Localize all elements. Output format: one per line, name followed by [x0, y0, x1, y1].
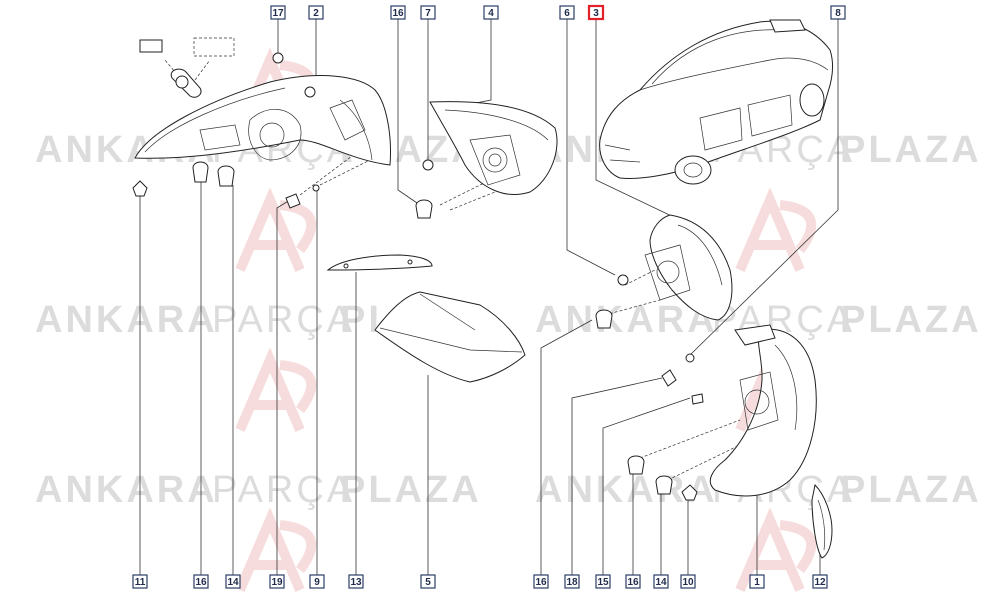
callout-box	[308, 5, 324, 20]
callout-label: 4	[488, 8, 494, 19]
callout-label: 7	[425, 8, 431, 19]
watermark-word: PARÇA	[212, 469, 355, 511]
callouts-bottom: 11 16 14 19 9 13 5 16 18 15 16 14 10 1 12	[132, 574, 828, 589]
watermark-word: ANKARA	[35, 469, 218, 511]
reflector-strip	[326, 254, 433, 271]
callout-label: 17	[272, 8, 284, 19]
callout-1[interactable]: 1	[749, 574, 765, 589]
callout-box	[587, 4, 605, 21]
rear-lamp-outer-right	[595, 214, 733, 329]
leader-lines	[139, 19, 839, 578]
callout-2[interactable]: 2	[308, 5, 324, 20]
callout-11[interactable]: 11	[132, 574, 148, 589]
bulb-holder-top	[139, 37, 235, 98]
callout-box	[653, 574, 669, 589]
callout-label: 18	[566, 577, 578, 588]
callout-box	[269, 574, 285, 589]
callout-label: 16	[392, 8, 404, 19]
callout-box	[193, 574, 209, 589]
car-illustration	[599, 19, 834, 185]
callout-box	[559, 5, 575, 20]
callout-13[interactable]: 13	[348, 574, 364, 589]
watermark-word: PLAZA	[340, 469, 482, 511]
callout-label: 2	[313, 8, 319, 19]
callout-box	[749, 574, 765, 589]
callout-label: 14	[227, 577, 239, 588]
callout-box	[564, 574, 580, 589]
callout-15[interactable]: 15	[595, 574, 611, 589]
callout-label: 11	[135, 577, 146, 588]
rear-lamp-bottom-right	[627, 324, 817, 501]
callout-label: 19	[271, 577, 283, 588]
callouts-top: 17 2 16 7 4 6 3 8	[270, 4, 846, 21]
side-reflector	[811, 483, 833, 559]
callout-box	[420, 5, 436, 20]
callout-9[interactable]: 9	[309, 574, 325, 589]
callout-box	[812, 574, 828, 589]
watermark-word: PLAZA	[840, 469, 982, 511]
callout-label: 12	[814, 577, 826, 588]
watermark-word: ANKARA	[35, 299, 218, 341]
watermark-word: ANKARA	[535, 299, 718, 341]
callout-label: 14	[655, 577, 667, 588]
callout-box	[483, 5, 499, 20]
watermark-word: PLAZA	[840, 299, 982, 341]
callout-box	[830, 5, 846, 20]
callout-box	[132, 574, 148, 589]
callout-box	[595, 574, 611, 589]
callout-3[interactable]: 3	[587, 4, 605, 21]
small-parts-left	[132, 52, 434, 219]
callout-16[interactable]: 16	[390, 5, 406, 20]
callout-box	[680, 574, 696, 589]
callout-box	[270, 5, 286, 20]
callout-14[interactable]: 14	[653, 574, 669, 589]
callout-16[interactable]: 16	[625, 574, 641, 589]
callout-box	[533, 574, 549, 589]
callout-16[interactable]: 16	[533, 574, 549, 589]
callout-14[interactable]: 14	[225, 574, 241, 589]
callout-10[interactable]: 10	[680, 574, 696, 589]
callout-box	[420, 574, 436, 589]
callout-box	[309, 574, 325, 589]
callout-label: 3	[593, 8, 599, 19]
callout-4[interactable]: 4	[483, 5, 499, 20]
callout-17[interactable]: 17	[270, 5, 286, 20]
callout-16[interactable]: 16	[193, 574, 209, 589]
callout-label: 16	[195, 577, 207, 588]
watermark-logo	[735, 507, 817, 592]
callout-box	[390, 5, 406, 20]
callout-label: 8	[835, 8, 841, 19]
callout-label: 13	[350, 577, 362, 588]
watermark-logo	[235, 187, 317, 272]
callout-8[interactable]: 8	[830, 5, 846, 20]
watermark-logo	[235, 507, 317, 592]
callout-19[interactable]: 19	[269, 574, 285, 589]
callout-box	[348, 574, 364, 589]
watermark-word: PLAZA	[840, 129, 982, 171]
callout-box	[625, 574, 641, 589]
callout-label: 6	[564, 8, 570, 19]
callout-label: 5	[425, 577, 431, 588]
high-mount-brake-light	[374, 291, 526, 383]
callout-5[interactable]: 5	[420, 574, 436, 589]
callout-label: 10	[682, 577, 694, 588]
rear-lamp-inner-top	[429, 101, 558, 195]
callout-6[interactable]: 6	[559, 5, 575, 20]
callout-12[interactable]: 12	[812, 574, 828, 589]
callout-label: 1	[754, 577, 760, 588]
callout-18[interactable]: 18	[564, 574, 580, 589]
callout-box	[225, 574, 241, 589]
callout-label: 9	[314, 577, 320, 588]
watermark-word: PARÇA	[212, 299, 355, 341]
rear-lamp-outer-left	[134, 75, 391, 166]
callout-label: 15	[597, 577, 609, 588]
callout-7[interactable]: 7	[420, 5, 436, 20]
watermark-logo	[235, 347, 317, 432]
callout-label: 16	[627, 577, 639, 588]
watermark-logo	[735, 187, 817, 272]
callout-label: 16	[535, 577, 547, 588]
